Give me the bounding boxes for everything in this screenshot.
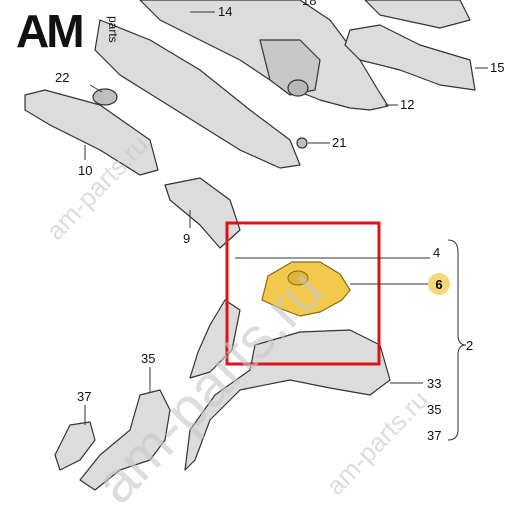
label-21: 21: [332, 135, 347, 150]
part-9-bracket: [164, 177, 241, 249]
group-bracket: [447, 239, 467, 441]
label-22: 22: [55, 70, 70, 85]
part-35-member: [79, 389, 171, 491]
logo-text: AM: [16, 5, 85, 57]
label-9: 9: [183, 231, 191, 246]
label-35-right: 35: [427, 402, 442, 417]
label-33: 33: [427, 376, 442, 391]
label-15: 15: [490, 60, 505, 75]
logo: AM parts: [16, 5, 136, 57]
label-2: 2: [466, 338, 474, 353]
part-18-piece: [364, 0, 471, 29]
label-37-left: 37: [77, 389, 92, 404]
label-18: 18: [302, 0, 317, 8]
part-firewall-cutout: [259, 39, 321, 96]
label-37-right: 37: [427, 428, 442, 443]
label-4: 4: [433, 245, 441, 260]
label-35: 35: [141, 351, 156, 366]
part-15-panel: [344, 24, 476, 91]
label-12: 12: [400, 97, 415, 112]
logo-subtext: parts: [106, 16, 120, 43]
part-firewall-hole: [287, 79, 309, 97]
label-6-badge: 6: [428, 273, 450, 295]
part-6-highlighted: [261, 261, 351, 317]
highlight-box: [225, 221, 381, 366]
part-10-bracket: [24, 89, 159, 176]
part-21-nut: [296, 137, 308, 149]
part-37-bracket: [54, 421, 96, 471]
leader-22: [89, 84, 103, 93]
part-long-rail: [94, 19, 301, 169]
label-10: 10: [78, 163, 93, 178]
part-22-plug: [92, 88, 118, 106]
part-6-dome: [287, 270, 309, 286]
label-14: 14: [218, 4, 233, 19]
